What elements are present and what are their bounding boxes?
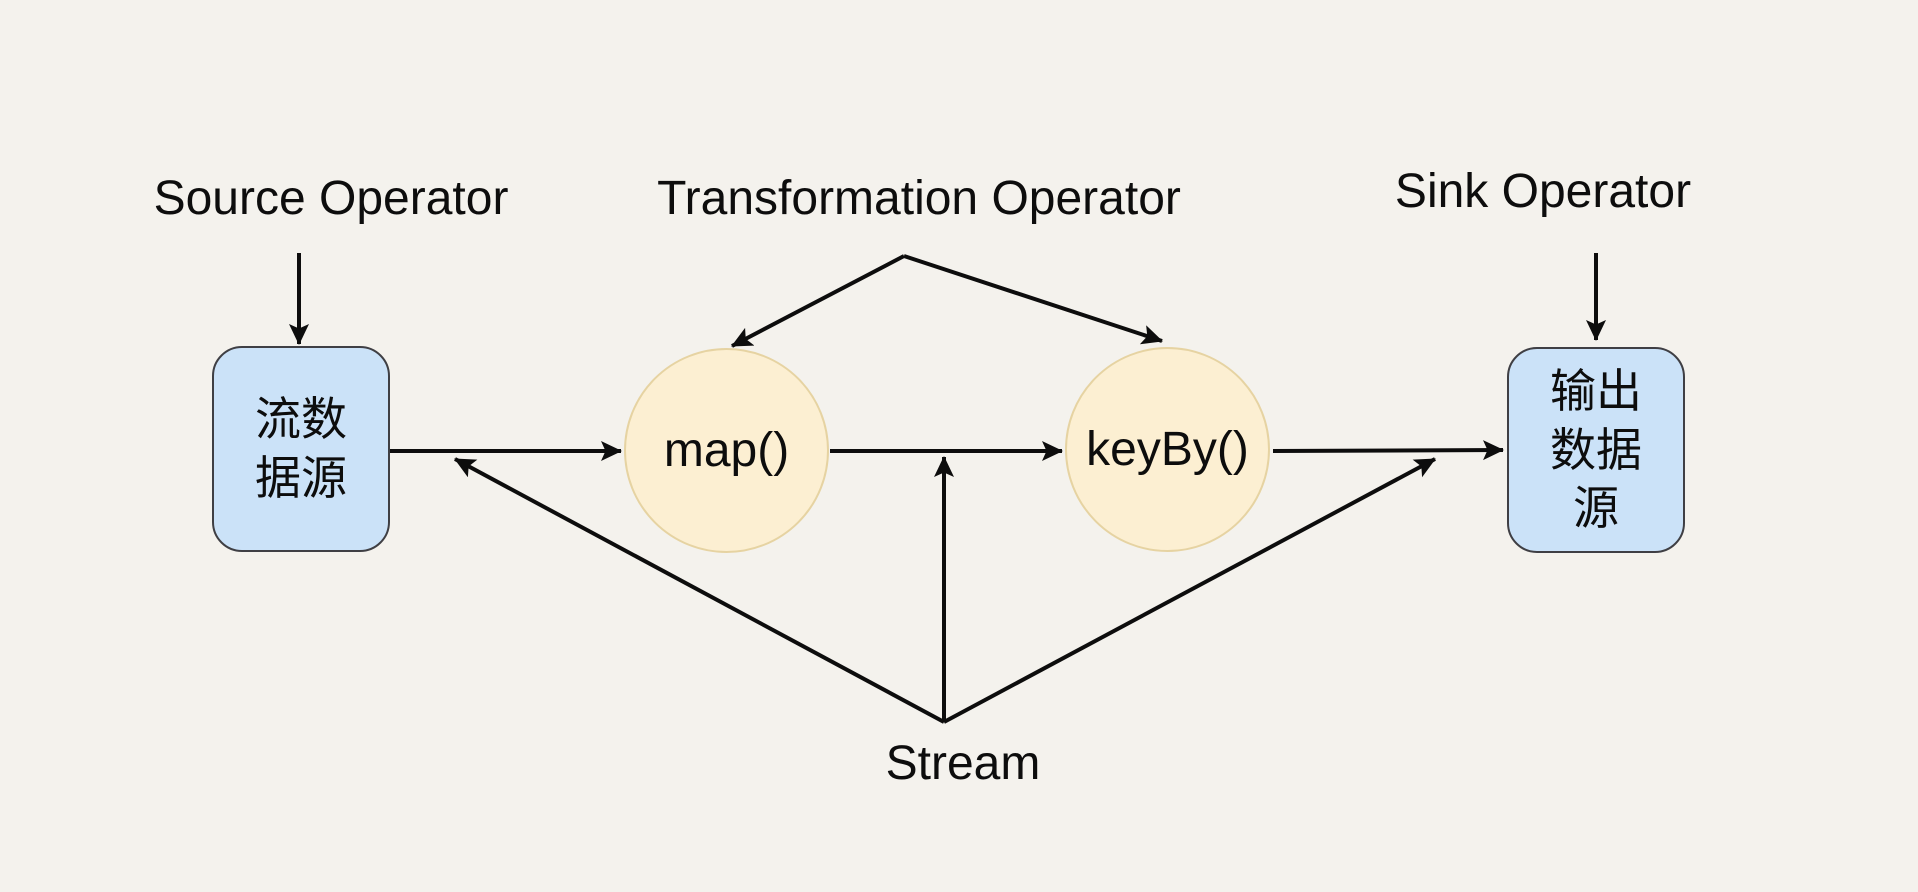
edge-translabel-to-keyby-arrow [903,254,1163,345]
sink-node-label: 输出 数据 源 [1550,364,1642,535]
keyby-node-label: keyBy() [1086,423,1249,476]
source-operator-label: Source Operator [153,172,509,225]
transformation-operator-label: Transformation Operator [657,172,1181,225]
edge-translabel-to-map-arrow [731,254,905,348]
keyby-node: keyBy() [1065,347,1270,552]
stream-label: Stream [885,737,1041,790]
source-node: 流数 据源 [212,346,390,552]
source-node-label: 流数 据源 [255,393,347,504]
map-node: map() [624,348,829,553]
sink-node: 输出 数据 源 [1507,347,1685,553]
edge-keyby-to-sink-arrow [1272,440,1504,461]
sink-operator-label: Sink Operator [1394,165,1692,218]
map-node-label: map() [663,424,790,477]
